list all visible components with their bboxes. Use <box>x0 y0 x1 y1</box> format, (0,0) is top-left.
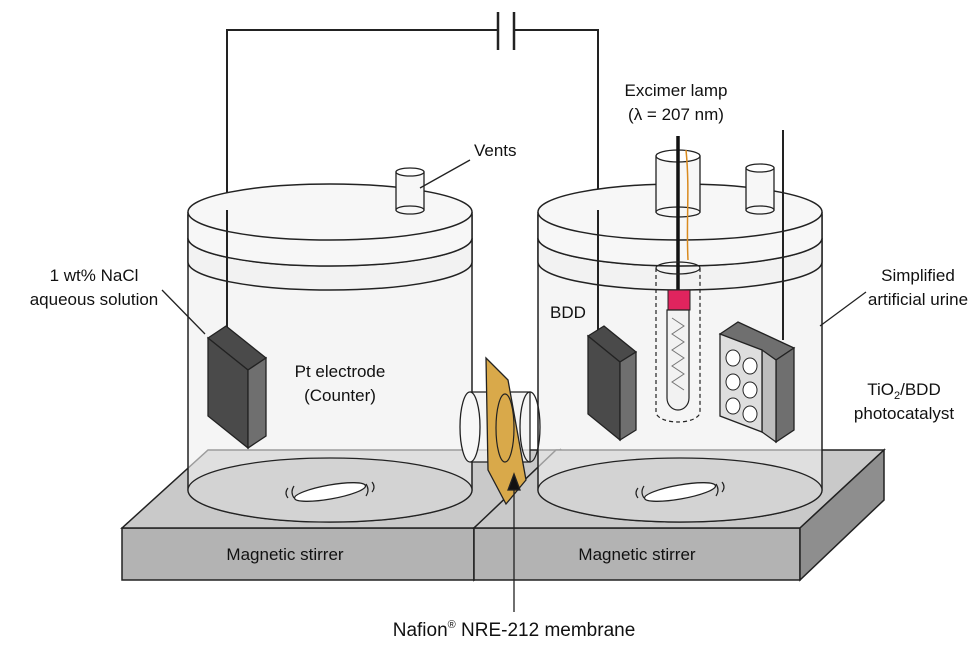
label-urine-2: artificial urine <box>868 290 968 309</box>
label-bdd: BDD <box>550 303 586 322</box>
label-lamp-1: Excimer lamp <box>625 81 728 100</box>
circuit-wire-left <box>226 29 498 210</box>
label-lamp-2: (λ = 207 nm) <box>628 105 724 124</box>
label-nacl-1: 1 wt% NaCl <box>50 266 139 285</box>
leader-vents <box>419 159 471 189</box>
label-urine-1: Simplified <box>881 266 955 285</box>
vent-left <box>395 167 425 215</box>
stir-motion-left-b <box>365 481 375 497</box>
label-nacl-2: aqueous solution <box>30 290 159 309</box>
label-vents: Vents <box>474 141 517 160</box>
leader-nacl <box>161 289 206 335</box>
leader-urine <box>819 291 867 327</box>
label-stirrer-right: Magnetic stirrer <box>578 545 695 564</box>
excimer-lamp <box>655 136 701 423</box>
bdd-electrode <box>586 325 638 442</box>
nafion-membrane <box>485 356 527 506</box>
stir-bar-left <box>293 482 367 502</box>
stirrer-right-side <box>799 448 885 582</box>
external-circuit <box>226 12 599 210</box>
label-pt-1: Pt electrode <box>295 362 386 381</box>
stir-bar-right <box>643 482 717 502</box>
beaker-left-lid-top <box>187 183 473 241</box>
pt-electrode <box>206 325 268 450</box>
vent-right <box>745 163 775 215</box>
stir-motion-right-a <box>635 485 645 499</box>
stir-motion-right-b <box>715 481 725 497</box>
leader-lines <box>161 159 867 612</box>
label-tio2: TiO2/BDD <box>867 380 941 402</box>
tio2-photocatalyst <box>718 321 796 444</box>
label-pt-2: (Counter) <box>304 386 376 405</box>
label-nafion: Nafion® NRE-212 membrane <box>393 619 636 641</box>
label-stirrer-left: Magnetic stirrer <box>226 545 343 564</box>
beaker-right <box>537 130 823 523</box>
nafion-arrowhead <box>507 472 521 491</box>
labels: Vents Excimer lamp (λ = 207 nm) 1 wt% Na… <box>30 81 968 641</box>
circuit-wire-right <box>514 29 599 210</box>
beaker-left <box>187 167 473 523</box>
stir-motion-left-a <box>285 485 295 499</box>
label-photocatalyst: photocatalyst <box>854 404 954 423</box>
